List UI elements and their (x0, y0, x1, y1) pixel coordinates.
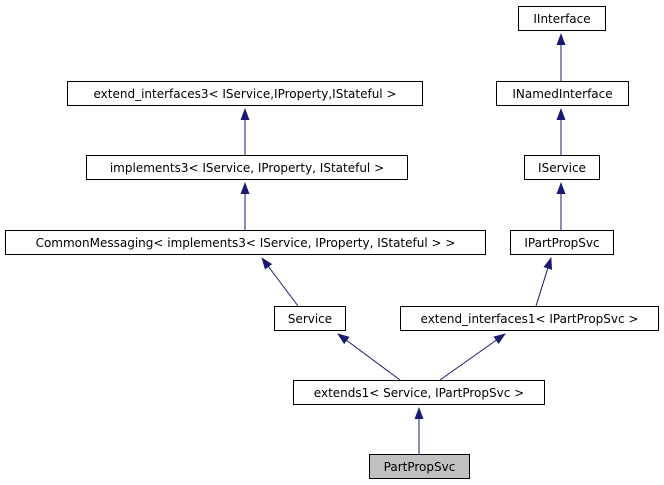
node-iservice[interactable]: IService (524, 155, 600, 180)
node-extend-interfaces3[interactable]: extend_interfaces3< IService,IProperty,I… (67, 81, 423, 106)
arrow-extend-interfaces1-to-ipartpropsvc (535, 257, 553, 307)
arrow-extends1-to-extend-interfaces1 (439, 333, 506, 381)
node-commonmessaging[interactable]: CommonMessaging< implements3< IService, … (5, 230, 486, 255)
arrow-service-to-commonmessaging (261, 257, 299, 307)
node-extends1[interactable]: extends1< Service, IPartPropSvc > (293, 380, 545, 405)
arrow-extends1-to-service (337, 333, 401, 381)
node-partpropsvc: PartPropSvc (369, 454, 470, 479)
node-ipartpropsvc[interactable]: IPartPropSvc (510, 230, 614, 255)
node-implements3[interactable]: implements3< IService, IProperty, IState… (86, 155, 408, 180)
node-iinterface[interactable]: IInterface (518, 6, 606, 31)
node-extend-interfaces1[interactable]: extend_interfaces1< IPartPropSvc > (400, 306, 659, 331)
node-service[interactable]: Service (274, 306, 346, 331)
node-inamedinterface[interactable]: INamedInterface (496, 81, 629, 106)
